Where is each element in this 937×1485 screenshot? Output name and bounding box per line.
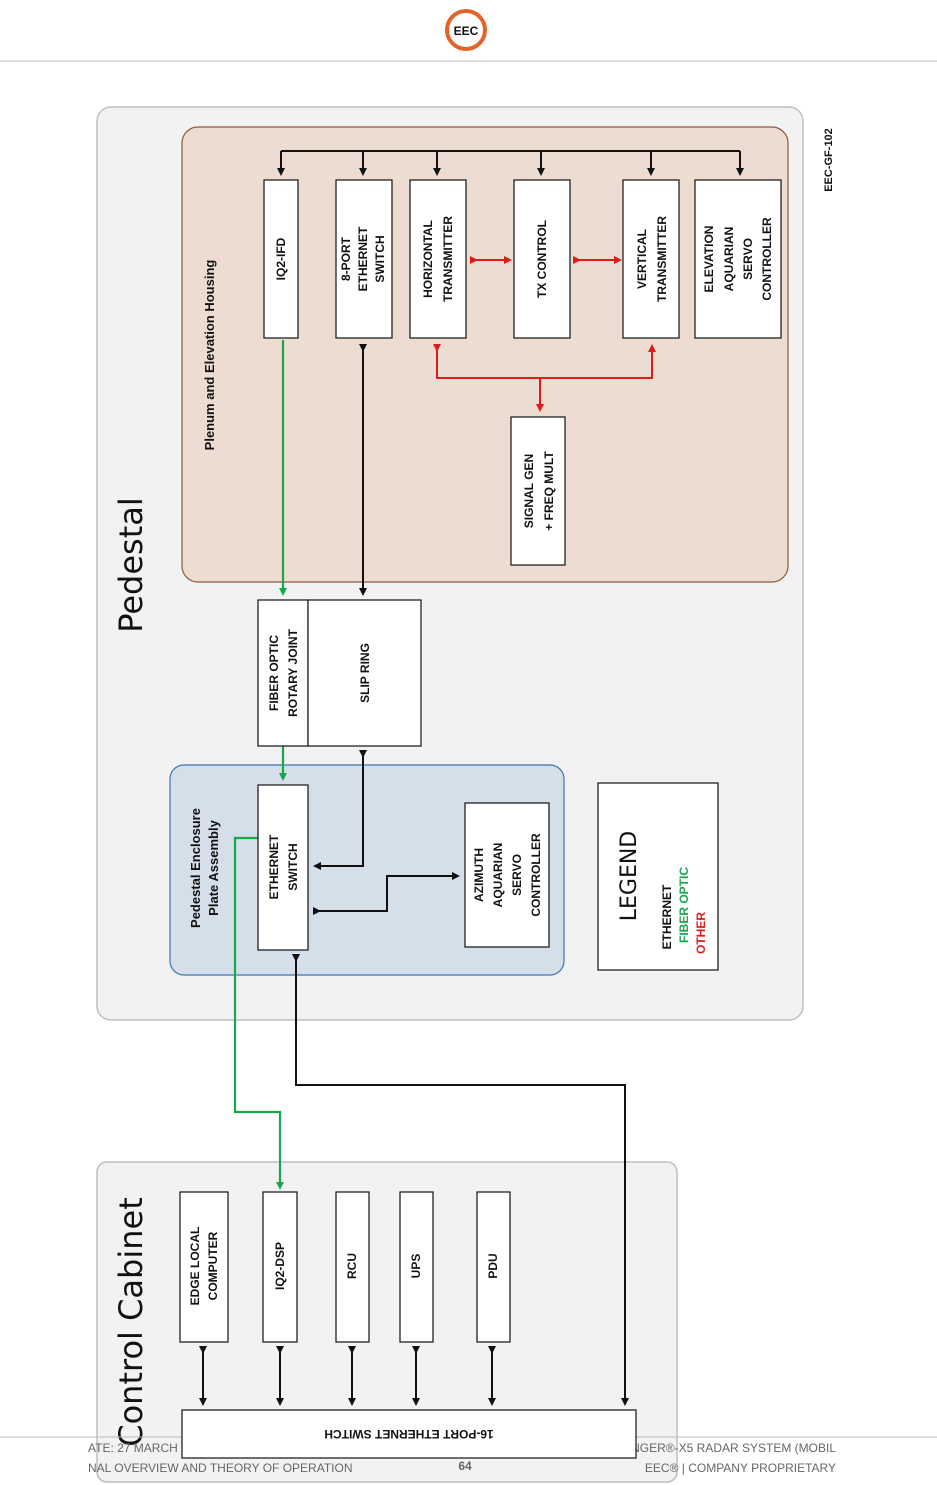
footer-left-2: NAL OVERVIEW AND THEORY OF OPERATION xyxy=(88,1461,353,1475)
iq2-ifd-block: IQ2-IFD xyxy=(263,179,299,339)
eth16-label: 16-PORT ETHERNET SWITCH xyxy=(324,1427,493,1441)
eth-switch-label-1: ETHERNET xyxy=(267,834,281,899)
fiber-optic-links xyxy=(233,340,287,1190)
doc-code: EEC-GF-102 xyxy=(823,128,835,192)
ethernet-links xyxy=(199,344,629,1406)
elev-label-3: SERVO xyxy=(741,238,755,280)
iq2-ifd-label: IQ2-IFD xyxy=(274,237,288,280)
azimuth-servo-block: AZIMUTH AQUARIAN SERVO CONTROLLER xyxy=(464,802,550,948)
pedestal-title: Pedestal xyxy=(112,497,150,633)
top-ethernet-bus xyxy=(277,150,744,176)
az-label-1: AZIMUTH xyxy=(472,848,486,902)
siggen-label-1: SIGNAL GEN xyxy=(522,454,536,528)
elev-label-4: CONTROLLER xyxy=(760,217,774,301)
iq2-dsp-label: IQ2-DSP xyxy=(273,1242,287,1290)
slip-ring-label: SLIP RING xyxy=(358,643,372,703)
enclosure-label-1: Pedestal Enclosure xyxy=(188,808,203,928)
horizontal-transmitter-block: HORIZONTAL TRANSMITTER xyxy=(409,179,467,339)
legend: LEGEND ETHERNET FIBER OPTIC OTHER xyxy=(597,782,719,971)
footer-right-1: NGER®-X5 RADAR SYSTEM (MOBIL xyxy=(631,1441,836,1455)
pdu-label: PDU xyxy=(486,1253,500,1278)
fiber-rotary-joint-block: FIBER OPTIC ROTARY JOINT xyxy=(257,599,309,747)
az-label-3: SERVO xyxy=(510,854,524,896)
elevation-servo-block: ELEVATION AQUARIAN SERVO CONTROLLER xyxy=(694,179,782,339)
footer-page-number: 64 xyxy=(458,1459,472,1473)
tx-control-block: TX CONTROL xyxy=(513,179,571,339)
az-label-4: CONTROLLER xyxy=(529,833,543,917)
control-cabinet-title: Control Cabinet xyxy=(112,1197,150,1447)
siggen-label-2: + FREQ MULT xyxy=(542,451,556,531)
ups-block: UPS xyxy=(399,1191,434,1343)
edge-label-2: COMPUTER xyxy=(206,1231,220,1300)
vtx-label-2: TRANSMITTER xyxy=(655,216,669,302)
htx-label-1: HORIZONTAL xyxy=(421,220,435,298)
eth-switch-label-2: SWITCH xyxy=(286,843,300,890)
edge-computer-block: EDGE LOCAL COMPUTER xyxy=(179,1191,229,1343)
elev-label-1: ELEVATION xyxy=(702,226,716,293)
fiber-joint-label-1: FIBER OPTIC xyxy=(267,635,281,711)
ups-label: UPS xyxy=(409,1254,423,1279)
logo-text: EEC xyxy=(454,24,479,38)
eth16-switch-block: 16-PORT ETHERNET SWITCH xyxy=(181,1409,637,1459)
vtx-label-1: VERTICAL xyxy=(635,229,649,289)
eth8-label-2: ETHERNET xyxy=(356,226,370,291)
rcu-block: RCU xyxy=(335,1191,370,1343)
eec-logo: EEC xyxy=(445,9,487,51)
eth8-switch-block: 8-PORT ETHERNET SWITCH xyxy=(335,179,393,339)
legend-fiber: FIBER OPTIC xyxy=(677,867,691,943)
pdu-block: PDU xyxy=(476,1191,511,1343)
iq2-dsp-block: IQ2-DSP xyxy=(262,1191,298,1343)
signal-gen-block: SIGNAL GEN + FREQ MULT xyxy=(510,416,566,566)
fiber-joint-label-2: ROTARY JOINT xyxy=(286,628,300,716)
az-label-2: AQUARIAN xyxy=(491,843,505,908)
elev-label-2: AQUARIAN xyxy=(722,227,736,292)
rcu-label: RCU xyxy=(345,1253,359,1279)
plenum-label: Plenum and Elevation Housing xyxy=(202,260,217,451)
txctl-label: TX CONTROL xyxy=(535,220,549,298)
rf-links xyxy=(433,256,656,412)
enclosure-label-2: Plate Assembly xyxy=(206,819,221,915)
slip-ring-block: SLIP RING xyxy=(307,599,422,747)
legend-title: LEGEND xyxy=(617,831,642,922)
footer-right-2: EEC® | COMPANY PROPRIETARY xyxy=(645,1461,836,1475)
legend-other: OTHER xyxy=(694,912,708,954)
ethernet-switch-block: ETHERNET SWITCH xyxy=(257,784,309,951)
vertical-transmitter-block: VERTICAL TRANSMITTER xyxy=(622,179,680,339)
edge-label-1: EDGE LOCAL xyxy=(188,1227,202,1306)
htx-label-2: TRANSMITTER xyxy=(441,216,455,302)
legend-ethernet: ETHERNET xyxy=(660,884,674,949)
eth8-label-3: SWITCH xyxy=(373,235,387,282)
eth8-label-1: 8-PORT xyxy=(339,236,353,281)
footer-left-1: ATE: 27 MARCH xyxy=(88,1441,178,1455)
